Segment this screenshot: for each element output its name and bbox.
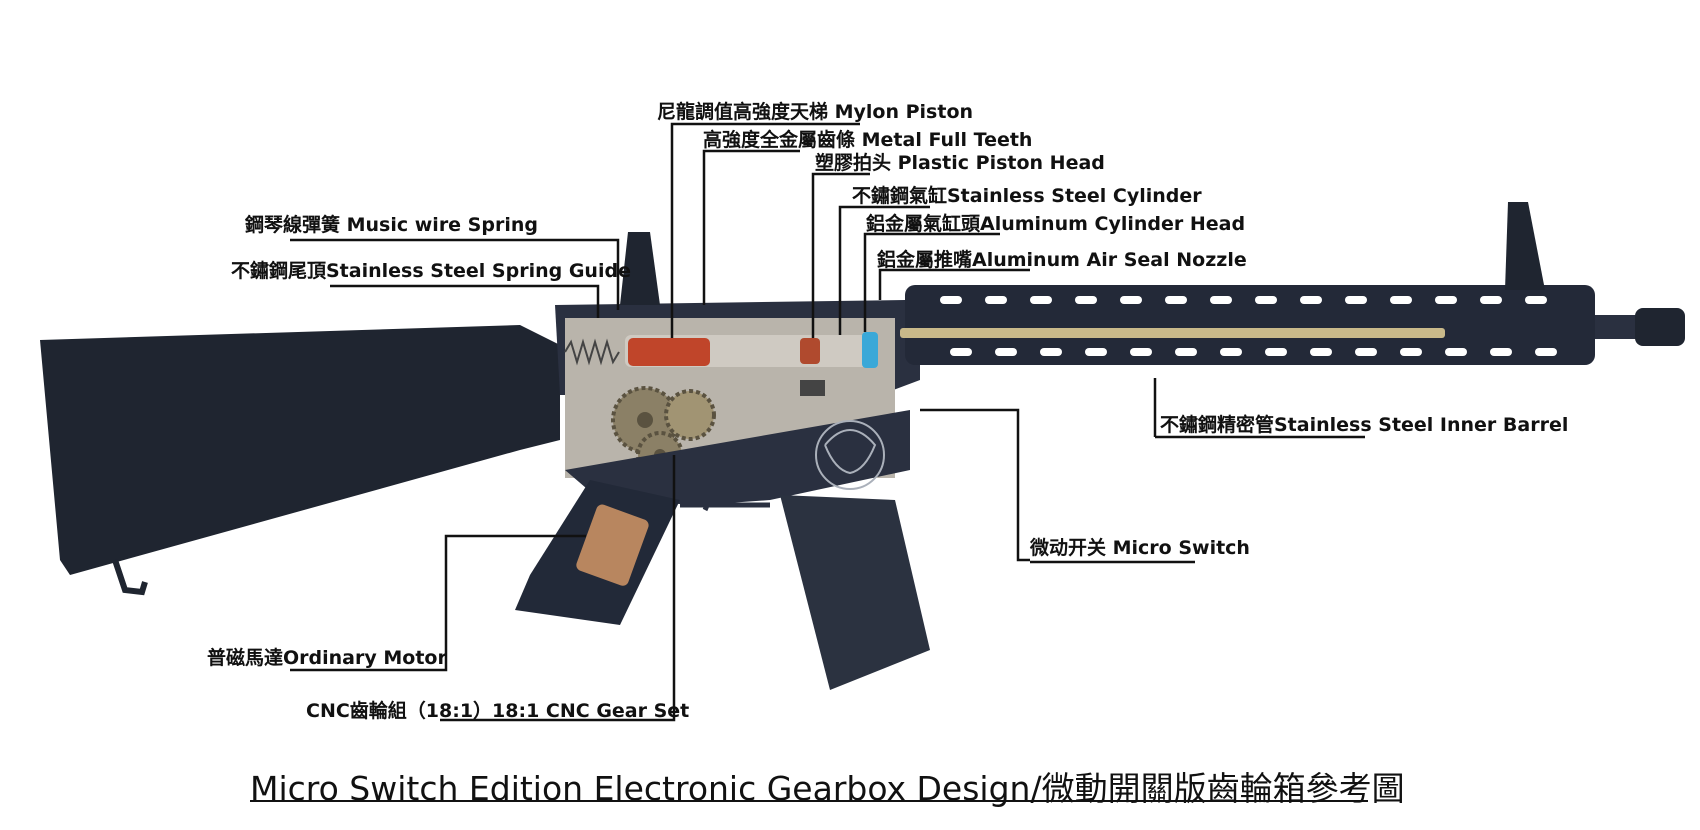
label-metal-full-teeth: 高強度全金屬齒條 Metal Full Teeth — [703, 129, 1033, 151]
trigger — [702, 464, 713, 512]
leader-cylinder — [838, 205, 930, 335]
label-gear-set: CNC齒輪組（18:1）18:1 CNC Gear Set — [306, 700, 690, 722]
motor — [576, 504, 649, 586]
sling-loop — [112, 559, 148, 596]
leader-lines — [290, 122, 1365, 722]
leader-piston-head — [811, 172, 870, 338]
air-seal-nozzle — [862, 332, 878, 368]
leader-micro-switch — [920, 408, 1030, 562]
rifle-stock — [40, 325, 560, 575]
leader-gear-set — [440, 455, 676, 722]
leader-nozzle — [878, 268, 1030, 300]
front-sight — [1505, 202, 1545, 290]
handguard — [905, 285, 1595, 365]
piston — [628, 338, 710, 366]
label-mylon-piston: 尼龍調值高強度天梯 Mylon Piston — [657, 101, 974, 123]
leader-music-wire-spring — [290, 238, 620, 310]
label-aluminum-cylinder-head: 鋁金屬氣缸頭Aluminum Cylinder Head — [866, 213, 1246, 235]
magazine — [780, 495, 930, 690]
panther-logo — [815, 420, 885, 490]
piston-head — [800, 338, 820, 364]
leader-spring-guide — [330, 284, 600, 318]
rear-sight — [620, 232, 660, 305]
leader-mylon-piston — [670, 122, 860, 338]
spring — [564, 338, 620, 366]
label-inner-barrel: 不鏽鋼精密管Stainless Steel Inner Barrel — [1160, 414, 1569, 436]
micro-switch — [800, 380, 825, 396]
title-underline — [250, 800, 1368, 802]
label-music-wire-spring: 鋼琴線彈簧 Music wire Spring — [245, 214, 538, 236]
label-aluminum-air-seal-nozzle: 鋁金屬推嘴Aluminum Air Seal Nozzle — [877, 249, 1247, 271]
inner-barrel — [900, 328, 1445, 338]
diagram-title: Micro Switch Edition Electronic Gearbox … — [250, 769, 1405, 808]
label-stainless-steel-cylinder: 不鏽鋼氣缸Stainless Steel Cylinder — [852, 185, 1202, 207]
outer-barrel — [1595, 315, 1640, 339]
leader-cylinder-head — [863, 232, 1000, 332]
label-spring-guide: 不鏽鋼尾頂Stainless Steel Spring Guide — [231, 260, 631, 282]
label-micro-switch: 微动开关 Micro Switch — [1030, 537, 1250, 559]
leader-metal-teeth — [702, 149, 800, 305]
muzzle — [1635, 308, 1685, 346]
handguard-slots — [940, 296, 1557, 356]
label-ordinary-motor: 普磁馬達Ordinary Motor — [207, 647, 447, 669]
label-plastic-piston-head: 塑膠拍头 Plastic Piston Head — [815, 152, 1105, 174]
leader-motor — [290, 534, 586, 672]
